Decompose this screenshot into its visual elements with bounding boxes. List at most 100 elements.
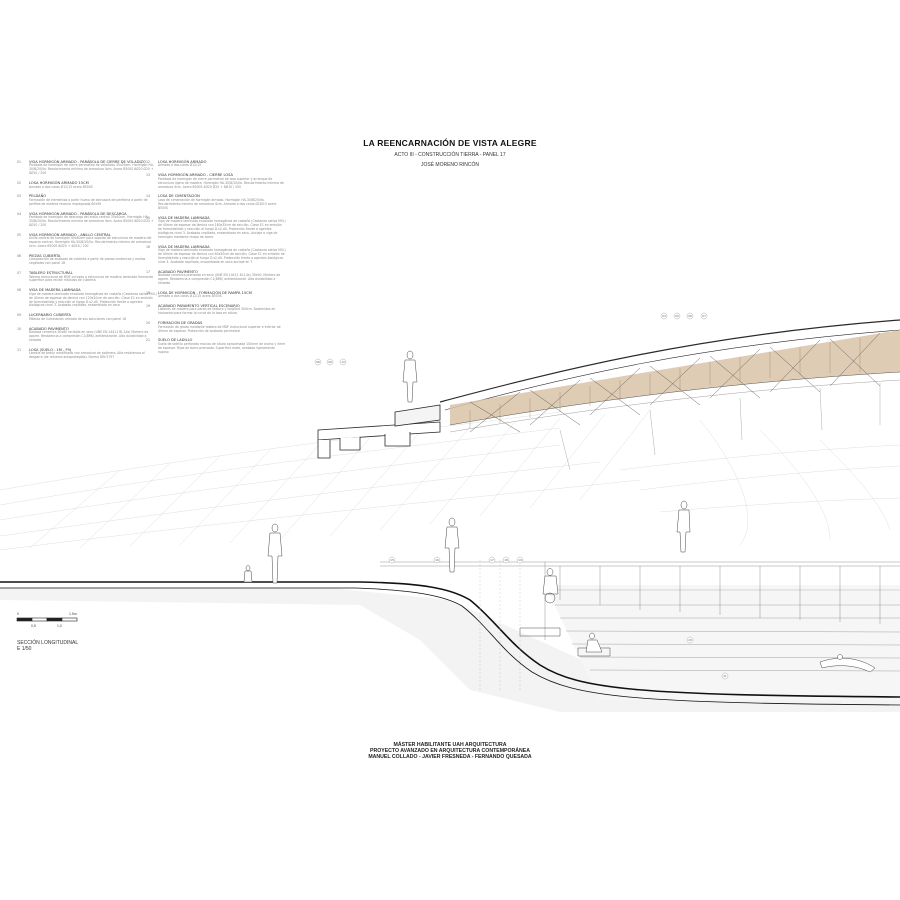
legend-item-number: 19 — [146, 303, 151, 308]
legend-item-heading: LUCERNARIO CUBIERTA — [29, 313, 71, 318]
reference-tag-label: 08 — [316, 360, 320, 364]
panel-subtitle: ACTO III - CONSTRUCCIÓN TIERRA - PANEL 1… — [394, 152, 506, 158]
figure-child — [243, 565, 253, 583]
scale-ratio: E 1/50 — [17, 646, 32, 652]
legend-item-description: Losa de cimentación de hormigón armado. … — [158, 197, 277, 210]
legend-item-number: 07 — [17, 271, 22, 276]
legend-item-heading: LOSA DE HORMIGÓN - FORMACIÓN DE RAMPA 15… — [158, 290, 252, 295]
legend-item-description: Viga de madera laminada encolada homogén… — [158, 218, 286, 239]
stage-floor-shade — [545, 585, 900, 700]
legend-item-heading: ACABADO PAVIMENTO — [29, 326, 69, 331]
legend-item-heading: PIEZAS CUBIERTA — [29, 253, 61, 258]
legend-item-number: 12 — [146, 160, 151, 164]
legend-item-description: Formación de elementos a partir hueco de… — [29, 197, 148, 206]
plaza-grid — [0, 409, 900, 551]
legend-item-number: 10 — [17, 326, 22, 331]
legend-item-number: 18 — [146, 290, 151, 295]
legend-item-description: Formación de grada mediante tablero de M… — [158, 324, 281, 333]
reference-tag-label: 17 — [490, 558, 494, 562]
section-line — [0, 581, 900, 706]
legend-item-heading: PELDAÑO — [29, 194, 47, 199]
legend-item-heading: ACABADO PARAMENTO VERTICAL ESCENARIO — [158, 303, 240, 308]
reference-tag: 18 — [502, 556, 510, 564]
scale-sub-label-2: 1,0 — [57, 624, 62, 628]
reference-tag: 06 — [686, 312, 694, 320]
legend-item-heading: VIGA DE MADERA LAMINADA — [29, 288, 81, 293]
scale-bar-graphic — [16, 617, 78, 622]
footer-line-1: MÁSTER HABILITANTE UAH ARQUITECTURA — [393, 742, 507, 748]
reference-tag: 16 — [433, 556, 441, 564]
legend-item-number: 16 — [146, 244, 151, 249]
reference-tag-label: 06 — [688, 314, 692, 318]
stepped-seating — [519, 604, 900, 672]
section-title: SECCIÓN LONGITUDINAL — [17, 640, 79, 646]
scale-label-zero: 0 — [17, 612, 19, 616]
legend-item-description: Parábola de hormigón de cierre perimetra… — [158, 176, 284, 189]
legend-item-description: Baldosa cerámica prensada en seco (UNE E… — [158, 272, 281, 285]
legend-item-heading: VIGA HORMIGÓN ARMADO - ANILLO CENTRAL — [29, 232, 111, 237]
reference-tag-label: 07 — [702, 314, 706, 318]
legend-item-heading: LOSA HORMIGÓN ARMADO 15cm — [29, 181, 89, 186]
legend-item-description: Módulo de iluminación armado de sus solu… — [29, 316, 127, 321]
author-name: JOSÉ MORENO RINCÓN — [420, 162, 480, 168]
scale-sub-labels: 0,5 1,0 — [17, 624, 81, 630]
legend-item-heading: VIGA DE MADERA LAMINADA — [158, 215, 210, 220]
reference-tag: 15 — [388, 556, 396, 564]
legend-item-heading: LOSA (SUELO - 1M - F9) — [29, 347, 72, 352]
legend-item-number: 02 — [17, 181, 22, 186]
footer-line-3: MANUEL COLLADO - JAVIER FRESNEDA - FERNA… — [368, 754, 532, 761]
figure-standing-left — [267, 523, 283, 584]
legend-item-heading: SUELO DE LADILLO — [158, 338, 193, 343]
figure-right — [676, 500, 691, 553]
reference-tag-label: 18 — [504, 558, 508, 562]
legend-item-heading: VIGA HORMIGÓN ARMADO - PARÁBOLA DE DESCA… — [29, 211, 127, 216]
legend-item-number: 13 — [146, 173, 151, 178]
reference-tag-label: 09 — [328, 360, 332, 364]
figure-walking-center — [444, 517, 460, 573]
legend-item-description: Tablero estructural de MDF curvado a est… — [29, 274, 153, 283]
legend-item-heading: VIGA HORMIGÓN ARMADO - CIERRE LOSA — [158, 173, 233, 178]
legend-item-description: Armado a dos caras Ø12/15 — [158, 163, 202, 168]
legend-item-number: 04 — [17, 211, 22, 216]
reference-tag: 19 — [516, 556, 524, 564]
legend-item: 02 LOSA HORMIGÓN ARMADO 15cmArmado a dos … — [17, 181, 157, 189]
legend-item-number: 06 — [17, 253, 22, 258]
roof-structure — [439, 319, 900, 471]
legend-item-description: Armado a dos caras Ø12/15 acero B500S — [158, 294, 222, 299]
footer: MÁSTER HABILITANTE UAH ARQUITECTURA PROY… — [0, 742, 900, 761]
legend-item-number: 05 — [17, 232, 22, 237]
legend-item-description: Armado a dos caras Ø12/15 acero B500S — [29, 184, 93, 189]
legend-item-description: Viga de madera laminada encolada homogén… — [158, 247, 286, 264]
reference-tag: 21 — [721, 672, 729, 680]
legend-item-description: Listones de madera para pared de textura… — [158, 307, 276, 316]
human-figures — [243, 350, 876, 673]
legend-item-description: Composición de acabado de cubierta a par… — [29, 257, 146, 266]
reference-tag-label: 13 — [341, 360, 345, 364]
scale-sub-label-1: 0,5 — [31, 624, 36, 628]
figure-seated-wheelchair — [542, 568, 559, 604]
reference-tag-label: 04 — [662, 314, 666, 318]
roof-outline — [439, 319, 900, 403]
legend-item-heading: VIGA DE MADERA LAMINADA — [158, 244, 210, 249]
wood-infill — [450, 330, 900, 425]
drain-lines — [479, 560, 521, 690]
scale-label-max: 1.5m — [69, 612, 77, 616]
reference-tag: 17 — [488, 556, 496, 564]
legend-item-description: Lámina de betún modificado con armadura … — [29, 351, 145, 360]
legend-item: 18 LOSA DE HORMIGÓN - FORMACIÓN DE RAMPA … — [146, 291, 286, 299]
footer-line-2: PROYECTO AVANZADO EN ARQUITECTURA CONTEM… — [370, 748, 530, 755]
